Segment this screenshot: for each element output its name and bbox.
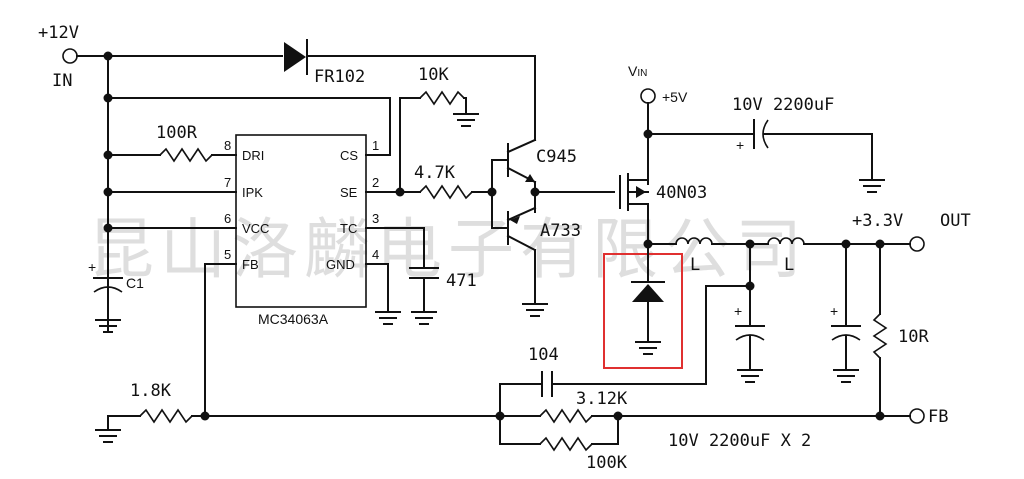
ground-symbol <box>95 319 121 333</box>
resistor-100r-label: 100R <box>156 123 198 143</box>
ground-symbol <box>833 369 859 383</box>
vin-label: VIN <box>628 63 647 79</box>
ic-pin8-num: 8 <box>224 138 231 153</box>
resistor-100k: 100K <box>539 436 628 473</box>
input-in-label: IN <box>52 71 72 91</box>
capacitor-output-1-plus: + <box>734 303 742 319</box>
inductor-l2: L <box>767 237 805 275</box>
ic-pin7-num: 7 <box>224 175 231 190</box>
capacitor-471-label: 471 <box>446 271 477 291</box>
ground-symbol <box>635 341 661 355</box>
resistor-3k12-label: 3.12K <box>576 389 628 409</box>
capacitor-104-label: 104 <box>528 345 559 365</box>
ground-symbol <box>411 311 437 325</box>
input-terminal: +12V IN <box>38 23 79 91</box>
output-terminal: +3.3V OUT <box>852 211 971 252</box>
ground-symbol <box>522 303 548 317</box>
ic-pin4-name: GND <box>326 257 355 272</box>
resistor-4k7-label: 4.7K <box>414 163 456 183</box>
ic-mc34063a: MC34063A 8 DRI 7 IPK 6 VCC 5 FB 1 CS 2 S… <box>224 134 379 327</box>
ic-pin8-name: DRI <box>242 148 264 163</box>
transistor-a733: A733 <box>506 206 581 252</box>
capacitor-output-2-plus: + <box>830 303 838 319</box>
ic-pin2-name: SE <box>340 185 358 200</box>
output-capacitors-note: 10V 2200uF X 2 <box>668 431 811 451</box>
inductor-l1: L <box>675 237 713 275</box>
ic-pin6-name: VCC <box>242 221 269 236</box>
ic-pin3-num: 3 <box>372 211 379 226</box>
diode-fr102: FR102 <box>284 39 536 87</box>
ground-symbol <box>375 311 401 325</box>
ic-pin5-name: FB <box>242 257 259 272</box>
mosfet-40n03: 40N03 <box>619 173 707 211</box>
ground-symbol <box>859 179 885 193</box>
capacitor-471: 471 <box>409 267 477 291</box>
transistor-c945: C945 <box>506 138 577 184</box>
mosfet-40n03-label: 40N03 <box>656 183 707 203</box>
resistor-1k8-label: 1.8K <box>130 381 172 401</box>
vin-voltage-label: +5V <box>662 89 688 105</box>
ic-pin5-num: 5 <box>224 247 231 262</box>
capacitor-104: 104 <box>528 345 559 397</box>
resistor-10r-label: 10R <box>898 327 929 347</box>
capacitor-c1-plus: + <box>88 259 96 275</box>
ic-pin2-num: 2 <box>372 175 379 190</box>
flyback-diode <box>631 281 665 302</box>
vin-terminal: VIN +5V <box>628 63 688 105</box>
resistor-10k: 10K <box>418 65 465 106</box>
fb-terminal: FB <box>909 407 948 427</box>
ground-symbol <box>95 429 121 443</box>
diode-fr102-label: FR102 <box>314 67 365 87</box>
resistor-1k8: 1.8K <box>130 381 193 424</box>
inductor-l1-label: L <box>690 255 700 275</box>
junction-dot <box>103 51 113 61</box>
fb-terminal-label: FB <box>928 407 948 427</box>
ic-pin7-name: IPK <box>242 185 263 200</box>
capacitor-input-2200uf: + 10V 2200uF <box>732 95 834 153</box>
input-voltage-label: +12V <box>38 23 79 43</box>
capacitor-c1-label: C1 <box>126 275 144 291</box>
resistor-10k-label: 10K <box>418 65 449 85</box>
output-voltage-label: +3.3V <box>852 211 903 231</box>
transistor-a733-label: A733 <box>540 221 581 241</box>
resistor-10r: 10R <box>872 313 929 359</box>
ic-pin6-num: 6 <box>224 211 231 226</box>
ic-part-label: MC34063A <box>258 311 329 327</box>
output-out-label: OUT <box>940 211 971 231</box>
transistor-c945-label: C945 <box>536 147 577 167</box>
resistor-3k12: 3.12K <box>539 389 628 424</box>
inductor-l2-label: L <box>784 255 794 275</box>
ground-symbol <box>453 113 479 127</box>
highlight-box <box>603 253 683 369</box>
ic-pin1-num: 1 <box>372 138 379 153</box>
resistor-4k7: 4.7K <box>414 163 473 200</box>
resistor-100k-label: 100K <box>586 453 628 473</box>
ic-pin1-name: CS <box>340 148 358 163</box>
ic-pin3-name: TC <box>340 221 357 236</box>
capacitor-input-plus: + <box>736 137 744 153</box>
ic-pin4-num: 4 <box>372 247 379 262</box>
ground-symbol <box>737 369 763 383</box>
capacitor-input-label: 10V 2200uF <box>732 95 834 115</box>
resistor-100r: 100R <box>156 123 213 163</box>
